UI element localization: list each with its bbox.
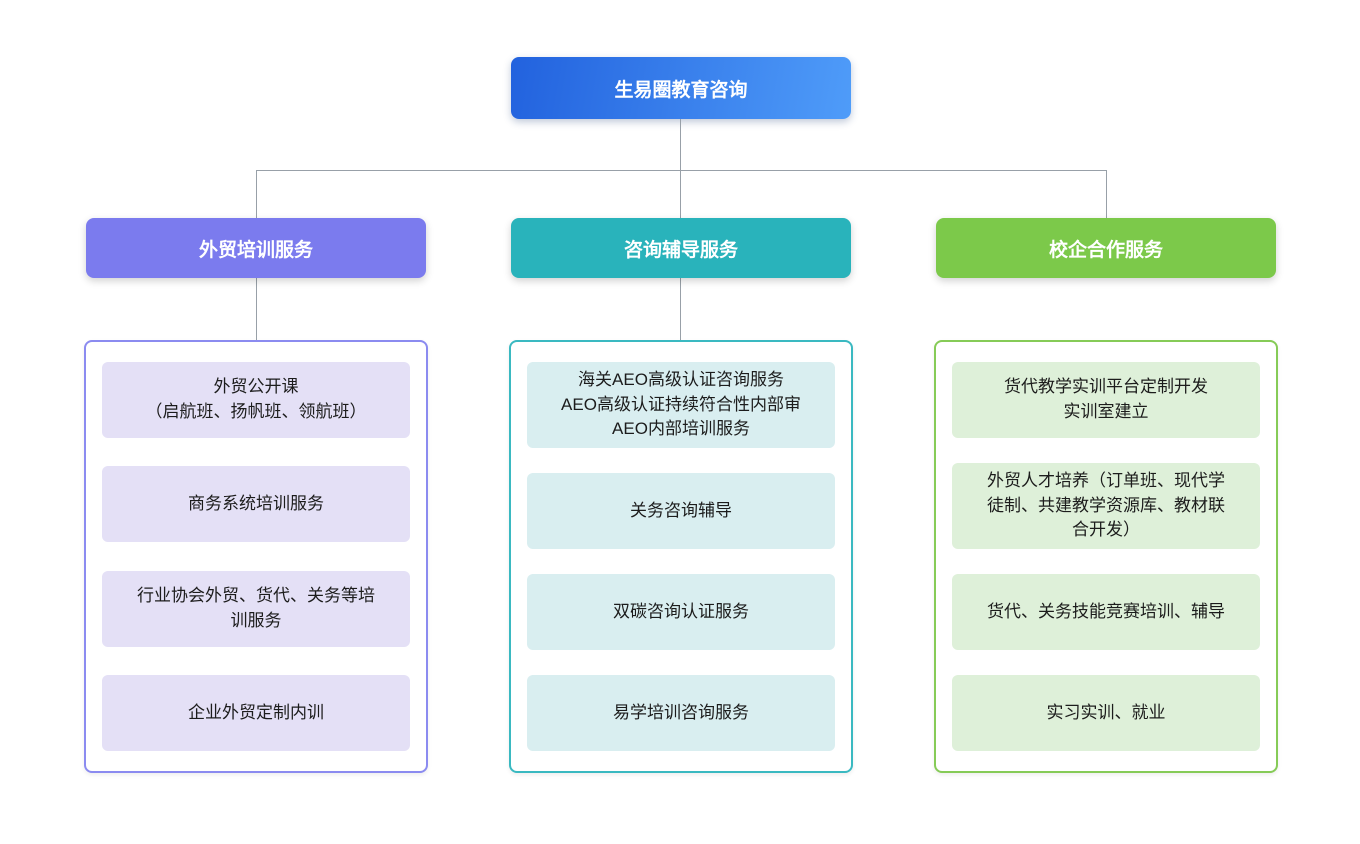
connector-consult-group bbox=[680, 278, 681, 340]
branch-header-trade-training: 外贸培训服务 bbox=[86, 218, 426, 278]
group-consulting: 海关AEO高级认证咨询服务 AEO高级认证持续符合性内部审 AEO内部培训服务 … bbox=[509, 340, 853, 773]
branch-header-school-enterprise: 校企合作服务 bbox=[936, 218, 1276, 278]
branch-header-school-label: 校企合作服务 bbox=[1048, 239, 1163, 261]
root-node: 生易圈教育咨询 bbox=[511, 57, 851, 119]
node-internship-employment: 实习实训、就业 bbox=[952, 674, 1260, 751]
branch-header-trade-label: 外贸培训服务 bbox=[198, 239, 313, 261]
connector-drop-school bbox=[1106, 170, 1107, 218]
node-yixue-training: 易学培训咨询服务 bbox=[527, 674, 835, 751]
connector-horizontal bbox=[256, 170, 1106, 171]
node-enterprise-custom-training: 企业外贸定制内训 bbox=[102, 674, 410, 751]
root-node-label: 生易圈教育咨询 bbox=[614, 79, 748, 101]
node-aeo-certification: 海关AEO高级认证咨询服务 AEO高级认证持续符合性内部审 AEO内部培训服务 bbox=[527, 362, 835, 448]
node-dual-carbon: 双碳咨询认证服务 bbox=[527, 573, 835, 650]
group-school-enterprise: 货代教学实训平台定制开发 实训室建立 外贸人才培养（订单班、现代学 徒制、共建教… bbox=[934, 340, 1278, 773]
node-business-system-training: 商务系统培训服务 bbox=[102, 466, 410, 543]
node-talent-cultivation: 外贸人才培养（订单班、现代学 徒制、共建教学资源库、教材联 合开发） bbox=[952, 463, 1260, 549]
connector-trade-group bbox=[256, 278, 257, 340]
connector-drop-consult bbox=[680, 170, 681, 218]
node-association-training: 行业协会外贸、货代、关务等培 训服务 bbox=[102, 570, 410, 647]
node-skill-competition: 货代、关务技能竞赛培训、辅导 bbox=[952, 573, 1260, 650]
connector-drop-trade bbox=[256, 170, 257, 218]
branch-header-consulting-label: 咨询辅导服务 bbox=[623, 239, 738, 261]
node-customs-consulting: 关务咨询辅导 bbox=[527, 472, 835, 549]
branch-header-consulting: 咨询辅导服务 bbox=[511, 218, 851, 278]
node-open-course: 外贸公开课 （启航班、扬帆班、领航班） bbox=[102, 362, 410, 438]
group-trade-training: 外贸公开课 （启航班、扬帆班、领航班） 商务系统培训服务 行业协会外贸、货代、关… bbox=[84, 340, 428, 773]
connector-root-vertical bbox=[680, 119, 681, 170]
node-forwarding-platform: 货代教学实训平台定制开发 实训室建立 bbox=[952, 362, 1260, 438]
